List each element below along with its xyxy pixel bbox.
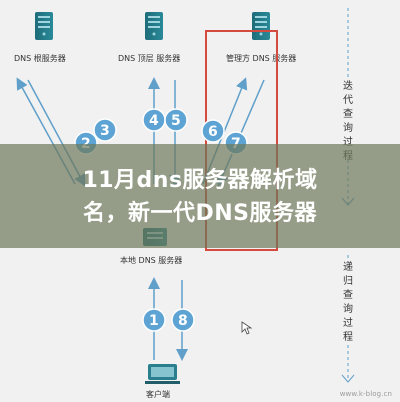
top-level-server-label: DNS 顶层 服务器	[118, 53, 180, 63]
svg-text:5: 5	[171, 113, 181, 129]
svg-text:程: 程	[343, 331, 353, 343]
svg-text:过: 过	[343, 135, 353, 148]
title-banner: 11月dns服务器解析域 名，新一代DNS服务器	[0, 144, 400, 248]
step-circle-4: 4	[142, 108, 166, 132]
root-server-icon	[35, 12, 53, 40]
svg-text:8: 8	[178, 313, 188, 329]
banner-line-2: 名，新一代DNS服务器	[82, 201, 318, 226]
mouse-cursor-icon	[241, 321, 253, 335]
top-level-server-icon	[145, 12, 163, 40]
recursive-query-bracket	[341, 255, 355, 383]
step-circle-5: 5	[164, 108, 188, 132]
svg-text:6: 6	[208, 124, 218, 140]
local-server-label: 本地 DNS 服务器	[120, 255, 182, 265]
svg-text:3: 3	[100, 123, 110, 139]
banner-line-1: 11月dns服务器解析域	[82, 168, 318, 193]
step-circle-1: 1	[142, 308, 166, 332]
client-label: 客户端	[146, 389, 170, 399]
svg-text:递: 递	[343, 260, 353, 273]
svg-text:查: 查	[343, 288, 353, 301]
watermark: www.k-blog.cn	[339, 390, 392, 398]
svg-text:过: 过	[343, 316, 353, 329]
recursive-query-label: 递 归 查 询 过 程	[343, 260, 353, 343]
svg-text:询: 询	[343, 121, 353, 134]
svg-text:询: 询	[343, 302, 353, 315]
step-circle-8: 8	[171, 308, 195, 332]
svg-text:代: 代	[343, 94, 353, 106]
svg-text:迭: 迭	[343, 80, 353, 92]
authority-server-label: 管理方 DNS 服务器	[226, 53, 296, 63]
svg-text:查: 查	[343, 107, 353, 120]
authority-server-icon	[252, 12, 270, 40]
step-circle-3: 3	[93, 118, 117, 142]
client-computer-icon	[145, 364, 180, 384]
svg-text:归: 归	[343, 274, 353, 287]
step-circle-6: 6	[201, 119, 225, 143]
svg-text:1: 1	[149, 313, 159, 329]
root-server-label: DNS 根服务器	[14, 53, 66, 63]
svg-text:4: 4	[149, 113, 159, 129]
